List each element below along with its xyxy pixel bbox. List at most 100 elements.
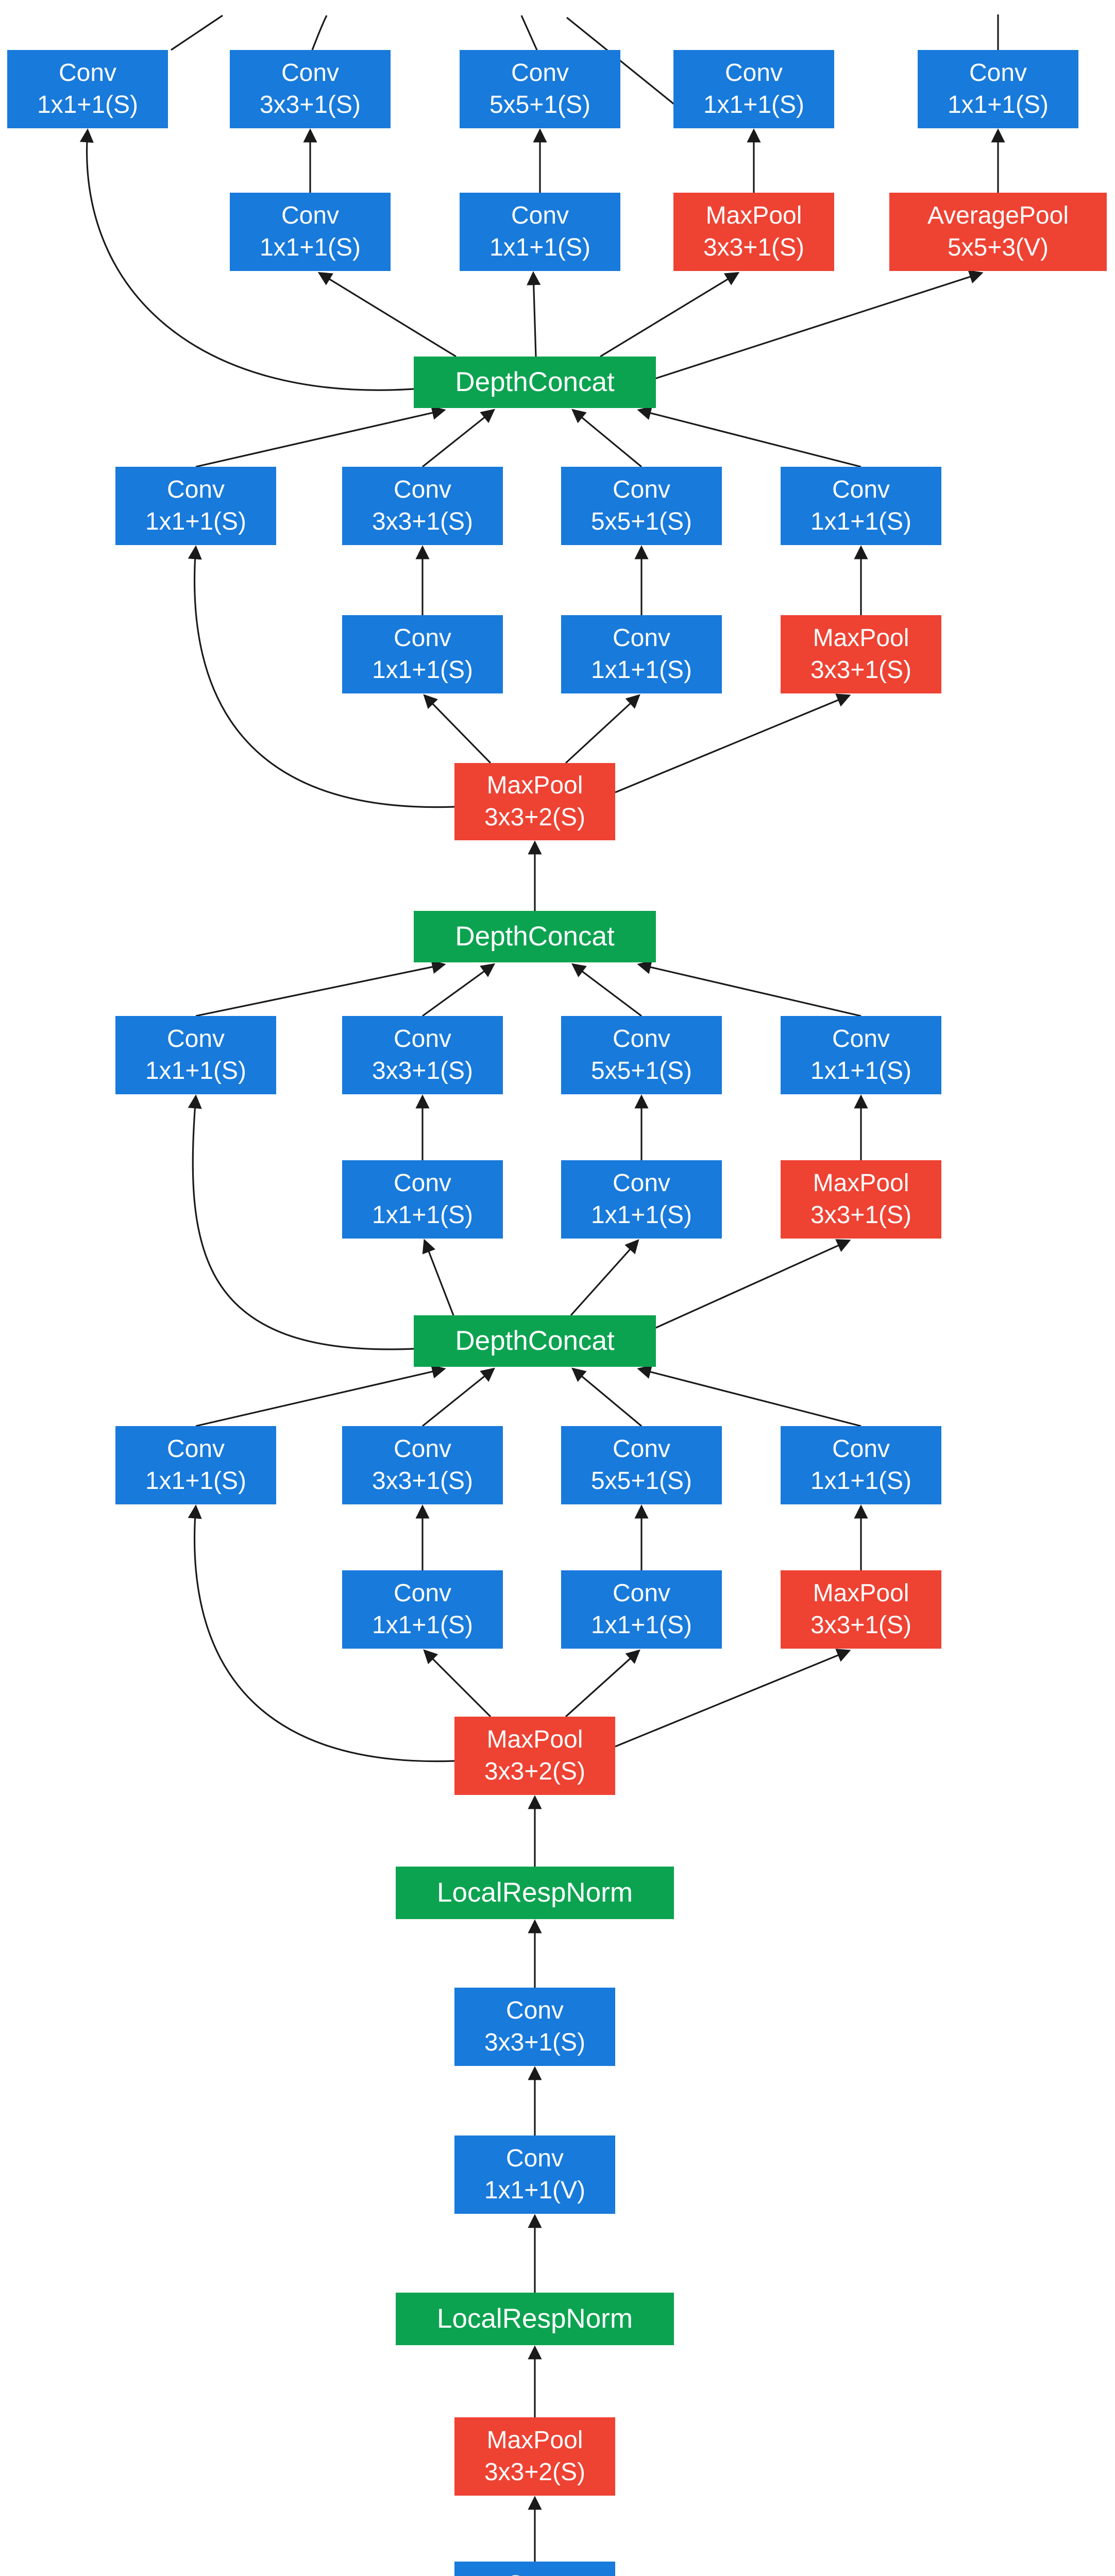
node-label: 5x5+3(V) xyxy=(947,234,1049,261)
node-label: Conv xyxy=(166,476,225,503)
node-label: 1x1+1(S) xyxy=(590,656,692,684)
edge-dc1-a1 xyxy=(79,128,414,391)
edge-c1-dc1 xyxy=(195,405,446,468)
node-label: 1x1+1(S) xyxy=(590,1612,692,1639)
node-label: 1x1+1(S) xyxy=(810,508,912,535)
edge-g1-dc3 xyxy=(195,1364,446,1427)
edge-e3-dc2 xyxy=(571,963,642,1017)
node-lrn1: LocalRespNorm xyxy=(396,1867,674,1919)
edge-c3-dc1 xyxy=(571,409,643,468)
edge-e4-dc2 xyxy=(637,960,861,1017)
node-label: 1x1+1(S) xyxy=(489,234,591,261)
node-label: 1x1+1(S) xyxy=(371,656,474,684)
node-label: Conv xyxy=(612,1580,671,1607)
edge-dc1-b3 xyxy=(527,271,541,357)
node-label: Conv xyxy=(393,1435,452,1463)
node-label: Conv xyxy=(832,476,890,503)
edge-g4-dc3 xyxy=(637,1365,861,1427)
node-label: 1x1+1(S) xyxy=(371,1201,474,1229)
node-label: 3x3+1(S) xyxy=(371,1467,474,1495)
node-dc3: DepthConcat xyxy=(414,1315,656,1367)
node-label: Conv xyxy=(505,1997,564,2024)
edge-mp2-h3 xyxy=(565,1649,640,1718)
node-e1: Conv 1x1+1(S) xyxy=(115,1016,276,1094)
node-label: Conv xyxy=(281,202,340,229)
node-label: Conv xyxy=(612,1025,671,1053)
edge-c4-dc1 xyxy=(637,406,861,468)
node-label: Conv xyxy=(166,1025,225,1053)
node-label: AveragePool xyxy=(927,202,1069,229)
edge-mp1-d4 xyxy=(615,693,851,793)
node-label: 1x1+1(S) xyxy=(371,1612,474,1639)
node-label: 3x3+1(S) xyxy=(703,234,805,261)
node-label: 3x3+2(S) xyxy=(484,2459,586,2486)
edge-a3-off-top xyxy=(520,15,538,50)
node-label: Conv xyxy=(505,2145,564,2172)
node-label: LocalRespNorm xyxy=(437,2303,633,2334)
edge-dc1-b5 xyxy=(654,270,984,380)
node-label: 3x3+2(S) xyxy=(484,804,586,831)
node-label: 3x3+1(S) xyxy=(810,656,912,684)
node-label: 1x1+1(S) xyxy=(947,91,1049,118)
node-label: Conv xyxy=(393,1580,452,1607)
node-label: 3x3+1(S) xyxy=(810,1612,912,1639)
node-label: Conv xyxy=(393,1170,452,1197)
node-label: Conv xyxy=(612,1170,671,1197)
node-label: MaxPool xyxy=(813,1580,909,1607)
node-label: LocalRespNorm xyxy=(437,1877,633,1908)
edge-e2-dc2 xyxy=(422,963,496,1017)
node-label: DepthConcat xyxy=(455,921,615,952)
node-h3: Conv 1x1+1(S) xyxy=(561,1570,722,1649)
edge-mp2-h4 xyxy=(615,1649,851,1748)
node-dc1: DepthConcat xyxy=(414,357,656,408)
node-label: 5x5+1(S) xyxy=(590,1467,692,1495)
node-label: Conv xyxy=(832,1435,890,1463)
node-f4: MaxPool 3x3+1(S) xyxy=(781,1160,941,1239)
edge-dc1-b4 xyxy=(600,272,740,358)
node-label: MaxPool xyxy=(486,2427,583,2454)
edge-mp2-g1 xyxy=(188,1504,455,1762)
node-h2: Conv 1x1+1(S) xyxy=(342,1570,503,1649)
edge-dc1-b2 xyxy=(317,272,457,358)
node-label: Conv xyxy=(393,476,452,503)
edge-g3-dc3 xyxy=(571,1367,643,1427)
edge-dc3-f4 xyxy=(654,1239,851,1329)
node-label: Conv xyxy=(281,59,340,87)
node-label: 1x1+1(S) xyxy=(590,1201,692,1229)
node-label: 3x3+1(S) xyxy=(810,1201,912,1229)
node-label: MaxPool xyxy=(813,1170,909,1197)
node-label: 3x3+2(S) xyxy=(484,1758,586,1785)
node-label: Conv xyxy=(511,202,569,229)
node-label: 1x1+1(S) xyxy=(145,1057,247,1084)
node-label: MaxPool xyxy=(486,772,583,799)
edge-e1-dc2 xyxy=(195,960,446,1017)
node-b3: Conv 1x1+1(S) xyxy=(460,193,620,271)
node-label: 1x1+1(S) xyxy=(810,1057,912,1084)
edge-dc3-f3 xyxy=(570,1239,639,1316)
node-label: Conv xyxy=(393,1025,452,1053)
edge-a1-off-top xyxy=(171,14,223,51)
node-label: Conv xyxy=(58,59,117,87)
edge-c2-dc1 xyxy=(422,409,495,468)
node-label: 3x3+1(S) xyxy=(259,91,361,118)
node-mp1: MaxPool 3x3+2(S) xyxy=(454,763,615,840)
node-label: Conv xyxy=(724,59,783,87)
node-label: Conv xyxy=(612,624,671,652)
node-label: Conv xyxy=(612,476,671,503)
node-h4: MaxPool 3x3+1(S) xyxy=(781,1570,941,1649)
